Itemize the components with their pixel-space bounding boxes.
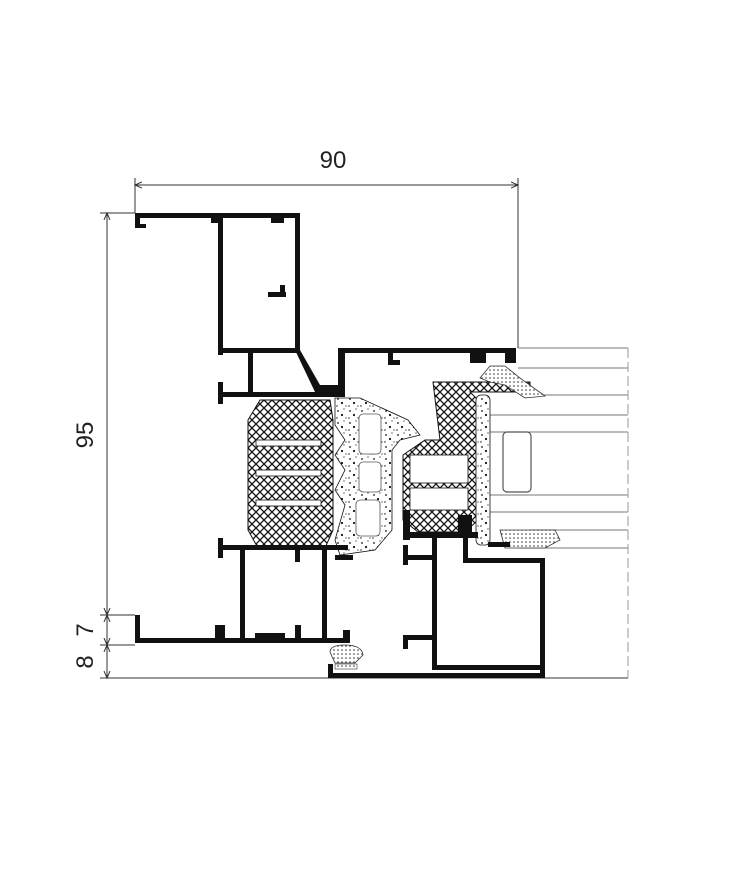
glazing-gasket-top [479,365,547,399]
glazing-unit [490,347,629,678]
dimension-label-step: 7 [72,623,99,636]
spacer-bar [502,431,532,493]
sash-profile [328,348,545,678]
dimension-width: 90 [135,147,518,348]
dimension-label-bottom: 8 [72,655,99,668]
glazing-bead-strip [475,394,491,546]
outer-frame-profile [135,213,353,643]
dimension-label-height: 95 [72,422,99,449]
bottom-seal-gasket [329,644,364,664]
dimension-label-width: 90 [320,147,347,174]
